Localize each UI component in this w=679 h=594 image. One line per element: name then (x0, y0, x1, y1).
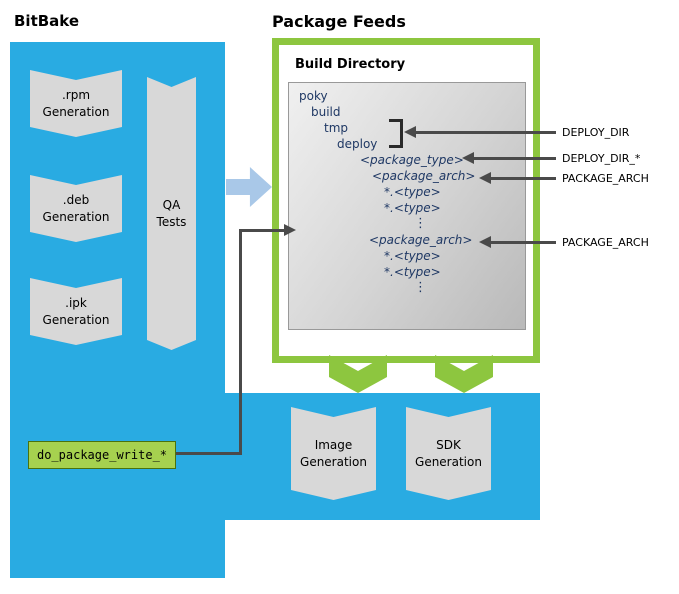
task-connector-horizontal-top (239, 229, 285, 232)
tree-ellipsis: ⋮ (414, 280, 427, 295)
arrow-head-icon (479, 172, 491, 184)
ipk-generation-label-line2: Generation (42, 312, 110, 327)
build-directory-tree: poky build tmp deploy <package_type> <pa… (288, 82, 526, 330)
package-arch-label-2: PACKAGE_ARCH (562, 236, 649, 249)
deb-generation-label-line2: Generation (42, 209, 110, 224)
tree-ellipsis: ⋮ (414, 216, 427, 231)
rpm-generation-label-line1: .rpm (61, 88, 91, 103)
deb-generation-label-line1: .deb (62, 193, 90, 208)
tree-line-tmp: tmp (324, 121, 349, 135)
arrow-head-icon (462, 152, 474, 164)
arrow-head-icon (404, 126, 416, 138)
qa-tests-label-line1: QA (162, 198, 181, 213)
tree-line-type-file: *.<type> (384, 201, 441, 215)
tree-line-type-file: *.<type> (384, 265, 441, 279)
deploy-dir-star-label: DEPLOY_DIR_* (562, 152, 641, 165)
package-feeds-box: Build Directory poky build tmp deploy <p… (272, 38, 540, 363)
flow-arrow (226, 167, 272, 207)
tree-line-type-file: *.<type> (384, 249, 441, 263)
deploy-dir-label: DEPLOY_DIR (562, 126, 630, 139)
package-arch-label-1: PACKAGE_ARCH (562, 172, 649, 185)
rpm-generation-label-line2: Generation (42, 104, 110, 119)
deploy-dir-star-arrow (462, 152, 556, 164)
rpm-generation-box: .rpm Generation (30, 70, 122, 137)
package-feeds-title: Package Feeds (272, 12, 406, 31)
sdk-generation-label-line1: SDK (436, 438, 461, 453)
tree-line-package-arch: <package_arch> (372, 169, 476, 183)
tree-line-build: build (311, 105, 341, 119)
image-generation-box: Image Generation (291, 407, 376, 500)
bottom-generation-region (225, 393, 540, 520)
image-generation-label-line2: Generation (300, 454, 367, 469)
qa-tests-box: QA Tests (147, 77, 196, 350)
task-connector-vertical (239, 230, 242, 455)
bitbake-title: BitBake (14, 12, 80, 30)
tree-line-deploy: deploy (337, 137, 378, 151)
tree-line-type-file: *.<type> (384, 185, 441, 199)
deploy-dir-bracket (389, 119, 403, 148)
do-package-write-box: do_package_write_* (28, 441, 176, 469)
ipk-generation-label-line1: .ipk (65, 296, 87, 311)
tree-line-poky: poky (299, 89, 328, 103)
task-connector-arrowhead-icon (284, 224, 296, 236)
do-package-write-label: do_package_write_* (36, 448, 168, 462)
deb-generation-box: .deb Generation (30, 175, 122, 242)
sdk-generation-label-line2: Generation (415, 454, 482, 469)
arrow-head-icon (479, 236, 491, 248)
tree-line-package-arch: <package_arch> (369, 233, 473, 247)
package-arch-arrow-1 (479, 172, 556, 184)
tree-line-package-type: <package_type> (360, 153, 464, 167)
sdk-generation-box: SDK Generation (406, 407, 491, 500)
build-directory-title: Build Directory (295, 57, 406, 72)
qa-tests-label-line2: Tests (156, 214, 187, 229)
task-connector-horizontal-bottom (176, 452, 242, 455)
package-arch-arrow-2 (479, 236, 556, 248)
ipk-generation-box: .ipk Generation (30, 278, 122, 345)
deploy-dir-arrow (404, 126, 556, 138)
image-generation-label-line1: Image (314, 438, 353, 453)
